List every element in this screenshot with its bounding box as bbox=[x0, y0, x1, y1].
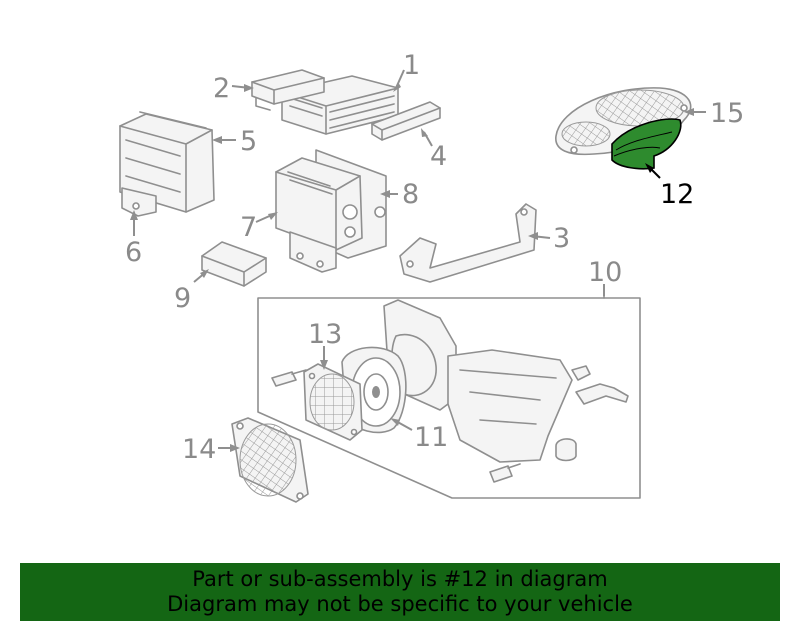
part-13-frame bbox=[303, 363, 363, 441]
part-3-bracket bbox=[399, 203, 537, 283]
callout-10: 10 bbox=[588, 257, 622, 288]
callout-2: 2 bbox=[213, 73, 230, 104]
callout-1: 1 bbox=[403, 50, 420, 81]
parts-diagram: 1 2 3 4 5 6 7 8 9 10 11 12 13 14 15 bbox=[119, 50, 744, 503]
part-6-bracket bbox=[121, 187, 157, 217]
part-10-assembly-box bbox=[257, 287, 641, 499]
callout-5: 5 bbox=[240, 126, 257, 157]
callout-12: 12 bbox=[660, 179, 694, 210]
banner-line-2: Diagram may not be specific to your vehi… bbox=[167, 592, 633, 616]
banner-line-1: Part or sub-assembly is #12 in diagram bbox=[192, 567, 608, 591]
part-12-duct-highlighted bbox=[611, 118, 682, 170]
callout-15: 15 bbox=[710, 98, 744, 129]
part-5-module bbox=[119, 111, 215, 213]
callout-7: 7 bbox=[240, 212, 257, 243]
callout-3: 3 bbox=[553, 223, 570, 254]
part-7-changer bbox=[275, 149, 387, 273]
part-4-bar bbox=[371, 101, 441, 141]
part-2-module bbox=[251, 69, 325, 111]
info-banner: Part or sub-assembly is #12 in diagram D… bbox=[20, 563, 780, 621]
callout-9: 9 bbox=[174, 283, 191, 314]
callout-4: 4 bbox=[430, 141, 447, 172]
part-15-grille bbox=[555, 87, 692, 156]
callout-11: 11 bbox=[414, 422, 448, 453]
callout-13: 13 bbox=[308, 319, 342, 350]
part-9-connector bbox=[201, 241, 267, 287]
callout-6: 6 bbox=[125, 237, 142, 268]
part-14-grille bbox=[231, 417, 309, 503]
callout-14: 14 bbox=[182, 434, 216, 465]
callout-8: 8 bbox=[402, 179, 419, 210]
leader-lines bbox=[130, 69, 706, 452]
